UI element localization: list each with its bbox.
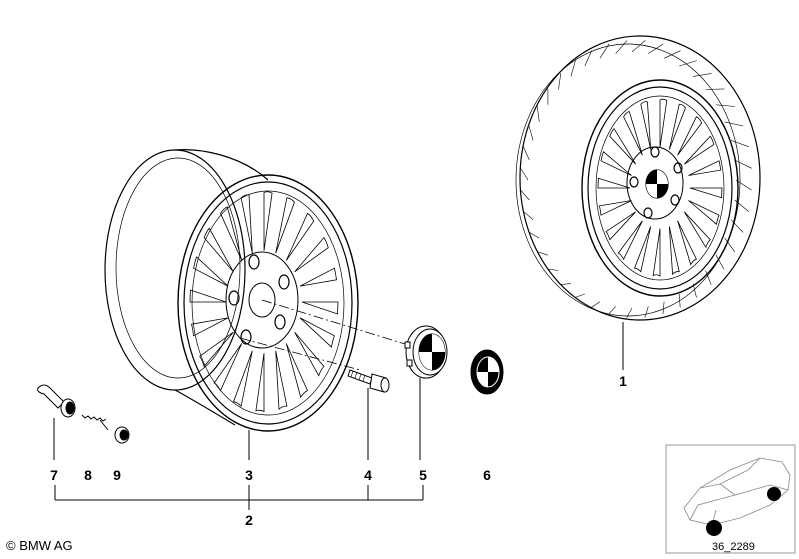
tread-groove [715,255,725,270]
callout-6: 6 [483,467,491,483]
spoke [597,177,631,189]
spoke [220,206,243,261]
tread-groove [693,73,712,77]
spoke [683,211,711,249]
wheel-bolt [347,369,390,393]
spoke [623,111,643,156]
tread-groove [631,40,646,53]
spoke [232,350,253,408]
tread-groove [730,140,749,147]
callout-1: 1 [619,373,627,389]
tread-groove [599,43,610,59]
tread-groove [626,307,633,318]
callout-4: 4 [364,467,372,483]
callout-7: 7 [50,467,58,483]
tread-groove [679,60,697,67]
tread-groove [662,301,665,315]
spoke [255,353,265,413]
spoke [294,236,329,273]
tread-groove [734,159,752,169]
spoke [609,128,637,165]
tread-groove [528,231,540,239]
callout-2: 2 [245,512,253,528]
callout-5: 5 [419,467,427,483]
tread-groove [705,270,712,285]
spoke [598,200,632,216]
copyright-text: © BMW AG [6,538,73,553]
spoke [677,116,703,156]
spoke [688,160,722,176]
tread-groove [575,293,585,298]
spoke [189,289,227,303]
spoke [299,317,335,348]
spoke [668,103,686,150]
spoke [688,200,720,225]
tread-groove [570,60,576,77]
tread-groove [520,189,530,201]
tread-groove [608,306,616,315]
tread-groove [730,219,744,233]
tread-groove [536,251,548,256]
tread-groove [547,268,559,271]
spoke [605,211,636,241]
tread-groove [678,293,681,308]
complete-wheel-tire [515,35,761,321]
tread-groove [558,73,562,90]
spoke [285,343,309,399]
hub-cap [404,325,448,379]
callout-9: 9 [113,467,121,483]
tread-groove [705,88,725,90]
tread-groove [536,106,540,122]
spoke [299,267,337,287]
tread-groove [644,306,649,318]
spoke [240,194,253,254]
bmw-emblem [470,349,504,395]
callout-3: 3 [245,467,253,483]
valve-cap [114,426,130,444]
tread-groove [528,125,534,141]
diagram-id: 36_2289 [712,541,755,553]
spoke [193,256,229,287]
tread-groove [648,43,664,54]
tread-groove [716,104,736,107]
spoke [600,151,632,176]
spoke [617,220,643,261]
spoke [684,135,715,165]
spoke [689,187,723,199]
spoke [275,350,288,411]
rubber-valve [37,384,76,418]
spoke [301,301,339,315]
tread-groove [663,50,681,59]
spoke [203,227,234,273]
spoke [190,317,229,337]
tread-groove [584,50,593,67]
tread-groove [522,146,530,161]
spoke [275,197,295,254]
tread-groove [523,211,534,220]
spoke [659,98,668,148]
tread-groove [520,167,529,181]
spoke [640,101,652,150]
spoke [677,220,697,266]
tread-groove [591,301,601,308]
spoke [668,226,680,276]
spoke [633,226,652,273]
leader-lines [53,322,624,510]
tread-groove [560,283,571,285]
valve-insert [81,414,109,431]
tread-groove [724,237,736,252]
spoke [294,331,325,377]
spoke [285,212,315,261]
spoke [263,191,273,251]
tread-groove [615,40,628,54]
spoke [199,331,234,368]
callout-8: 8 [84,467,92,483]
spoke [213,343,243,392]
light-alloy-rim [104,149,419,432]
spoke [652,228,661,277]
tread-groove [724,121,744,127]
vehicle-inset [665,444,796,554]
tread-groove [735,179,752,191]
